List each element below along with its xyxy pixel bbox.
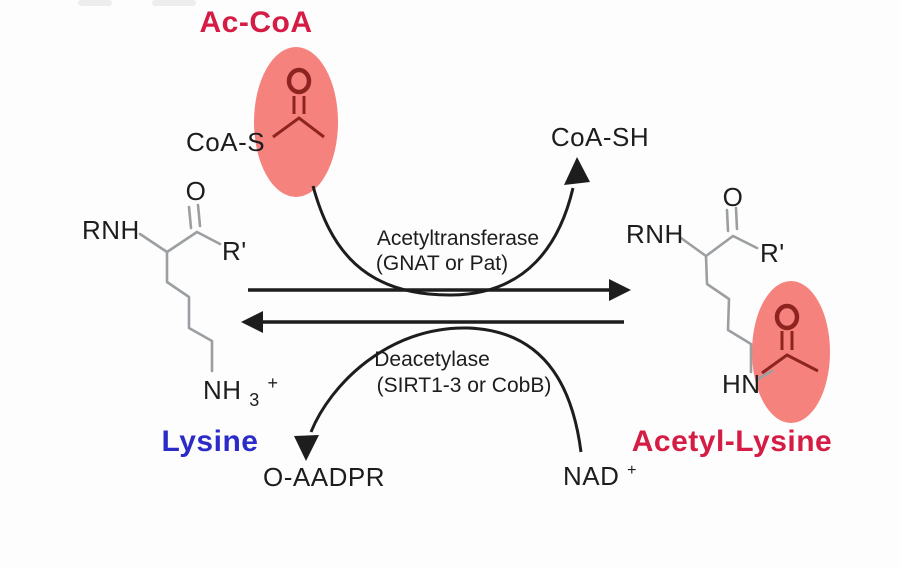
arc-path [311,185,575,297]
nad-to-oaadpr-arc [294,326,583,461]
nad-charge: + [627,462,637,479]
right-carbonyl-o-label: O [723,182,744,212]
side-chain-bonds [704,254,753,374]
acetyl-double-bond [780,331,794,350]
acetyl-group-right [761,303,819,375]
arrow-head-up-icon [564,157,590,185]
nad-text: NAD [563,461,619,491]
left-rnh-label: RNH [82,215,140,245]
highlight-ellipses [254,47,830,423]
accoa-to-coash-arc [311,157,590,297]
acetyl-oxygen-icon [286,67,312,95]
left-amine-label: NH 3 + [203,373,279,412]
arc-path [309,326,583,453]
amine-charge: + [268,373,279,393]
deacetylase-detail-label: (SIRT1-3 or CobB) [377,374,552,397]
arrow-head-down-icon [294,435,319,461]
backbone-bonds [679,234,759,258]
right-amide-hn-label: HN [722,369,761,399]
acetyl-double-bond [292,96,306,114]
right-rnh-label: RNH [626,219,684,249]
amine-nh: NH [203,375,242,405]
amide-bond [756,369,774,381]
lysine-structure-bonds [138,203,222,373]
nad-label: NAD + [563,461,637,491]
amine-subscript: 3 [249,390,260,410]
forward-reaction-arrow [248,279,631,301]
acetyl-bonds [272,116,325,139]
arrow-head-right-icon [609,279,631,301]
o-aadpr-label: O-AADPR [263,462,385,492]
acetyl-lysine-title: Acetyl-Lysine [632,425,832,458]
coa-s-label: CoA-S [186,127,265,157]
left-r-prime-label: R' [222,236,247,266]
backbone-bonds [138,230,222,254]
acetyltransferase-label: Acetyltransferase [377,227,539,250]
right-r-prime-label: R' [760,238,785,268]
top-crop-artifact [152,0,196,6]
reverse-reaction-arrow [241,311,624,333]
acetyl-oxygen-icon [774,303,800,331]
deacetylase-label: Deacetylase [374,348,490,371]
lysine-title: Lysine [162,425,259,458]
acetyl-lysine-structure-bonds [679,206,774,381]
acetyl-group-left [272,67,325,139]
left-carbonyl-o-label: O [186,176,207,206]
side-chain-bonds [165,250,214,373]
acetyl-bonds [761,353,819,375]
acetyl-highlight-ellipse [752,281,830,423]
carbonyl-double-bond [187,203,202,230]
top-crop-artifact [78,0,112,6]
coa-sh-label: CoA-SH [551,122,649,152]
accoa-title: Ac-CoA [200,6,313,39]
carbonyl-double-bond [725,206,739,233]
acetyltransferase-detail-label: (GNAT or Pat) [376,252,508,275]
arrow-head-left-icon [241,311,263,333]
